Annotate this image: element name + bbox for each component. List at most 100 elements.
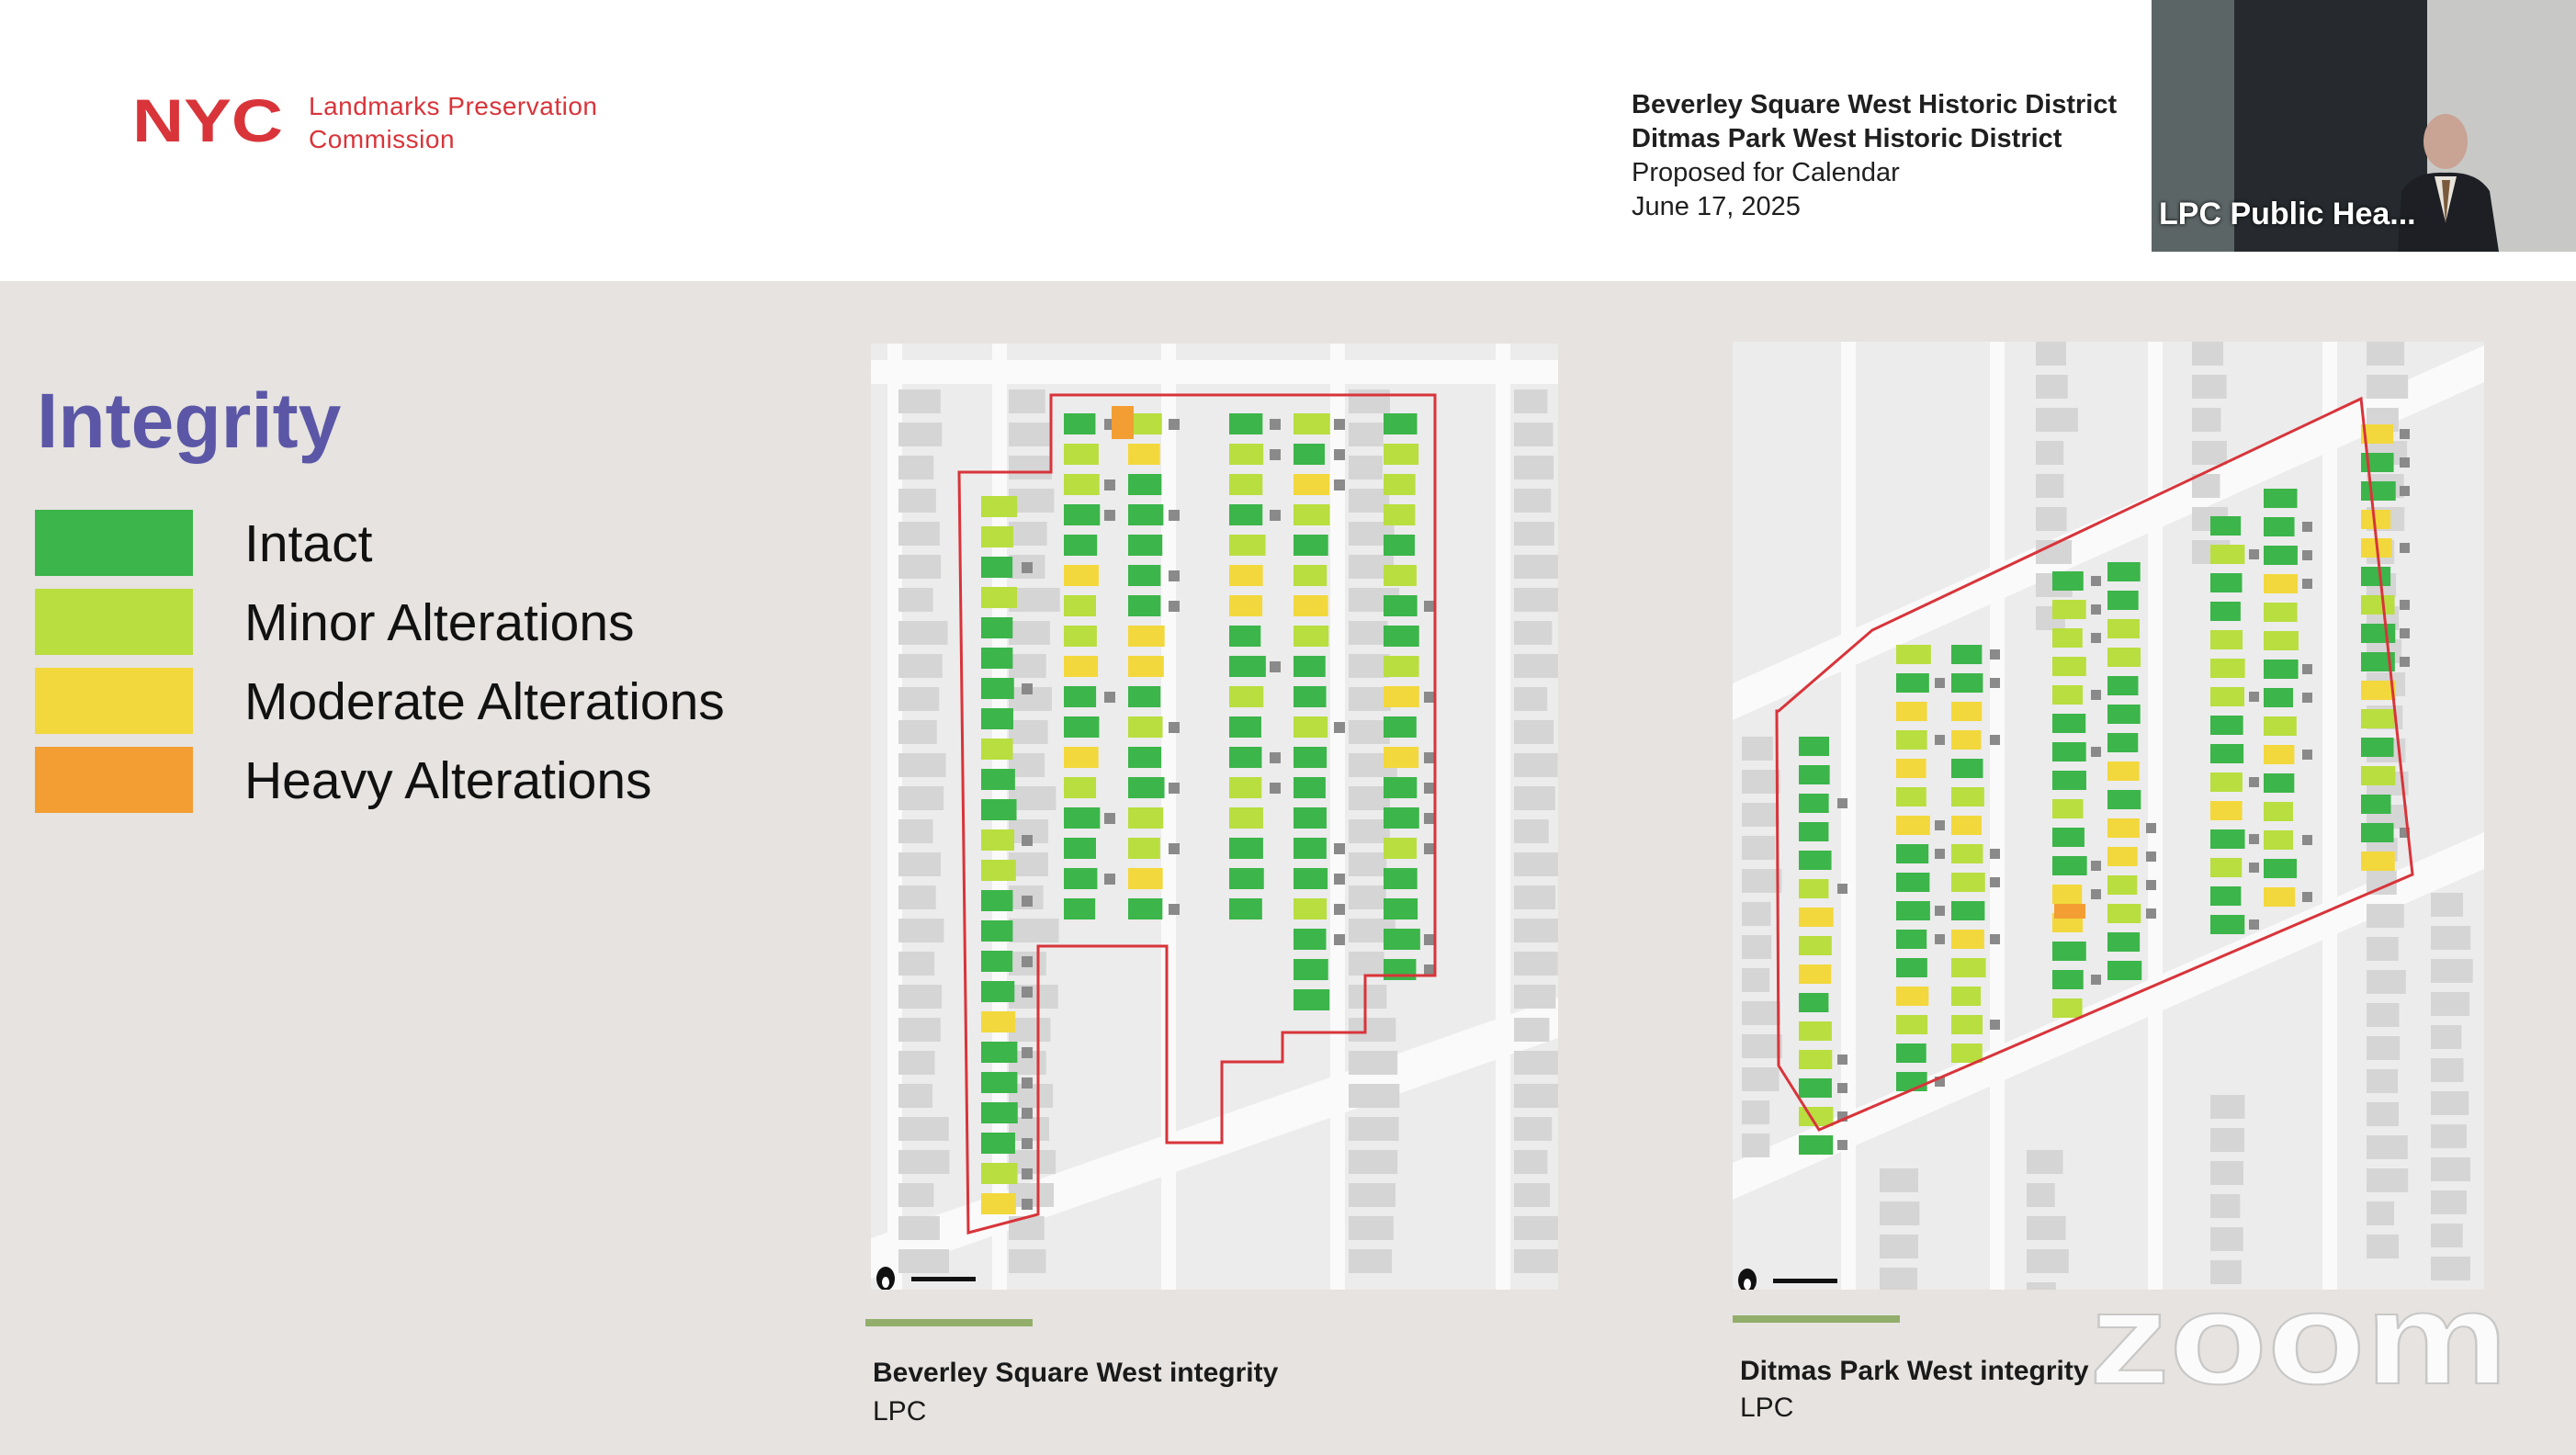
north-arrow-icon [1738, 1269, 1757, 1290]
garage-footprint [1837, 1055, 1847, 1065]
building-footprint [1229, 474, 1263, 495]
building-footprint [2264, 716, 2297, 736]
background-building [2367, 1102, 2399, 1126]
video-tile[interactable]: LPC Public Hea... [2152, 0, 2576, 252]
building-footprint [1229, 747, 1262, 768]
building-footprint [2264, 517, 2295, 536]
building-footprint [2107, 619, 2140, 638]
building-footprint [2210, 687, 2244, 706]
building-footprint [1799, 1078, 1832, 1098]
building-footprint [1799, 964, 1832, 984]
background-building [1514, 1150, 1548, 1174]
background-building [2431, 959, 2473, 983]
building-footprint [1384, 777, 1418, 798]
building-footprint [1229, 413, 1263, 434]
building-footprint [1128, 474, 1162, 495]
background-building [1009, 1249, 1046, 1273]
background-building [1514, 753, 1558, 777]
building-footprint [1128, 868, 1163, 889]
background-building [1742, 836, 1776, 860]
garage-footprint [1334, 479, 1345, 491]
garage-footprint [1270, 419, 1281, 430]
background-building [1349, 952, 1384, 976]
building-footprint [1294, 686, 1327, 707]
background-building [2431, 1190, 2467, 1214]
garage-footprint [1169, 419, 1180, 430]
background-building [2367, 1135, 2408, 1159]
building-footprint [2361, 738, 2394, 757]
garage-footprint [2400, 429, 2410, 439]
district-boundary [957, 393, 1437, 1235]
building-footprint [1951, 844, 1983, 863]
background-building [898, 555, 942, 579]
building-footprint [1896, 1043, 1926, 1063]
building-footprint [981, 890, 1013, 911]
garage-footprint [1935, 678, 1945, 688]
background-building [1349, 1183, 1395, 1207]
background-building [2036, 408, 2078, 432]
background-building [1009, 985, 1058, 1009]
building-footprint [2264, 603, 2298, 622]
building-footprint [2107, 733, 2139, 752]
building-footprint [981, 769, 1015, 790]
garage-footprint [1169, 904, 1180, 915]
building-footprint [1294, 626, 1329, 647]
building-footprint [1064, 474, 1100, 495]
background-building [2367, 342, 2405, 366]
building-footprint [981, 920, 1013, 942]
background-building [1349, 1249, 1393, 1273]
north-arrow-icon [876, 1267, 895, 1290]
background-building [898, 1117, 949, 1141]
legend-label: Heavy Alterations [244, 751, 652, 810]
building-footprint [1896, 844, 1929, 863]
garage-footprint [1935, 906, 1945, 916]
background-building [1349, 1216, 1394, 1240]
background-building [2210, 1161, 2244, 1185]
building-footprint [981, 739, 1013, 760]
building-footprint [2107, 904, 2141, 923]
building-footprint [2264, 830, 2294, 850]
building-footprint [2210, 886, 2242, 906]
garage-footprint [2302, 835, 2312, 845]
district-info: Beverley Square West Historic District D… [1632, 88, 2117, 224]
integrity-legend: Intact Minor Alterations Moderate Altera… [35, 510, 770, 826]
building-footprint [1064, 444, 1099, 465]
building-footprint [1064, 868, 1098, 889]
background-building [898, 952, 935, 976]
building-footprint [2210, 773, 2243, 792]
garage-footprint [2249, 549, 2259, 559]
garage-footprint [1169, 843, 1180, 854]
building-footprint [1294, 929, 1327, 950]
background-building [2036, 441, 2064, 465]
background-building [1514, 852, 1558, 876]
background-building [2431, 1157, 2471, 1181]
building-footprint [1951, 702, 1983, 721]
background-building [2027, 1282, 2056, 1290]
building-footprint [1384, 838, 1418, 859]
background-building [2367, 1235, 2400, 1258]
building-footprint [981, 648, 1013, 669]
garage-footprint [2400, 543, 2410, 553]
building-footprint [1384, 565, 1417, 586]
background-building [1742, 1100, 1770, 1124]
garage-footprint [1169, 722, 1180, 733]
caption-rule [1733, 1315, 1900, 1323]
background-building [1742, 1001, 1780, 1025]
building-footprint [1896, 673, 1929, 693]
background-building [1514, 885, 1556, 909]
background-building [2367, 1069, 2398, 1093]
garage-footprint [2302, 664, 2312, 674]
garage-footprint [1022, 896, 1033, 907]
background-building [2431, 1124, 2467, 1148]
org-name-line: Commission [309, 125, 456, 153]
map-caption: Beverley Square West integrity [873, 1358, 1279, 1388]
background-building [1880, 1168, 1919, 1192]
legend-label: Moderate Alterations [244, 672, 725, 731]
background-building [1009, 389, 1045, 413]
background-building [898, 489, 936, 513]
background-building [1742, 737, 1773, 761]
background-building [1009, 456, 1053, 479]
garage-footprint [1270, 510, 1281, 521]
building-footprint [2210, 801, 2243, 820]
background-building [1349, 423, 1384, 446]
